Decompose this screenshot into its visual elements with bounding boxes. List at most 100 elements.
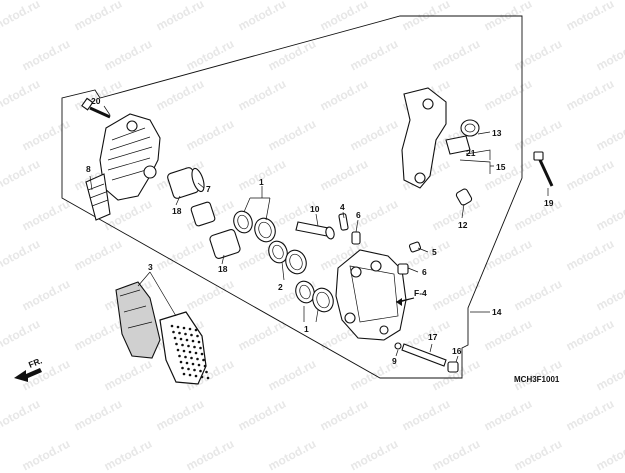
callout-14: 14: [492, 307, 502, 317]
pad-texture-dot: [187, 344, 190, 348]
pad-texture-dot: [188, 373, 192, 377]
part-7-boot: [167, 167, 205, 199]
pad-texture-dot: [197, 363, 201, 367]
pad-texture-dot: [176, 348, 180, 352]
pad-texture-dot: [196, 334, 199, 338]
pad-texture-dot: [173, 336, 177, 340]
pad-texture-dot: [188, 327, 192, 331]
callout-9: 9: [392, 356, 397, 366]
pad-texture-dot: [181, 343, 184, 347]
callout-3: 3: [148, 262, 153, 272]
pad-texture-dot: [190, 333, 193, 337]
pad-texture-dot: [199, 369, 202, 373]
pad-texture-dot: [182, 372, 186, 376]
pad-texture-dot: [178, 331, 181, 335]
callout-19: 19: [544, 198, 554, 208]
caliper-body: [335, 249, 407, 341]
pad-texture-dot: [194, 374, 198, 378]
pad-texture-dot: [184, 332, 187, 336]
part-16-plug: [447, 361, 459, 373]
callout-10: 10: [310, 204, 320, 214]
part-12-bolt: [455, 188, 473, 206]
front-arrow-label: FR.: [27, 355, 43, 369]
part-1-seals-upper: [233, 210, 276, 243]
assembly-outline: [61, 15, 523, 379]
pad-texture-dot: [196, 357, 199, 361]
pad-texture-dot: [191, 362, 195, 366]
callout-1-upper: 1: [259, 177, 264, 187]
pad-texture-dot: [199, 346, 202, 350]
callout-12: 12: [458, 220, 468, 230]
callout-4: 4: [340, 202, 345, 212]
pad-texture-dot: [202, 358, 205, 362]
pad-texture-dot: [175, 342, 178, 346]
pad-texture-dot: [172, 330, 175, 334]
pad-texture-dot: [182, 326, 186, 330]
part-21-retainer: [445, 135, 471, 155]
pad-texture-dot: [181, 366, 184, 370]
callout-16: 16: [452, 346, 462, 356]
part-4-bleeder: [338, 213, 349, 231]
callout-18-upper: 18: [172, 206, 182, 216]
callout-8: 8: [86, 164, 91, 174]
callout-1-lower: 1: [304, 324, 309, 334]
pad-texture-dot: [179, 360, 183, 364]
pad-texture-dot: [190, 356, 193, 360]
part-5-bleed-screw: [408, 241, 422, 253]
part-18-sleeve-lower: [209, 229, 241, 259]
callout-2: 2: [278, 282, 283, 292]
pad-texture-dot: [191, 339, 195, 343]
pad-texture-dot: [194, 351, 198, 355]
part-1-seals-lower: [295, 280, 334, 313]
diagram-code: MCH3F1001: [514, 375, 560, 384]
pad-texture-dot: [176, 325, 180, 329]
part-20-bolt: [81, 97, 111, 119]
part-3-brake-pad-left: [115, 281, 161, 359]
callout-20: 20: [91, 96, 101, 106]
pad-texture-dot: [187, 367, 190, 371]
pad-texture-dot: [179, 337, 183, 341]
reference-label: F-4: [414, 288, 427, 298]
part-10-pad-pin: [295, 221, 335, 240]
callout-18-lower: 18: [218, 264, 228, 274]
pad-texture-dot: [200, 352, 204, 356]
callout-7: 7: [206, 184, 211, 194]
part-13-boot: [460, 119, 480, 137]
callout-15: 15: [496, 162, 506, 172]
pad-texture-dot: [206, 376, 210, 380]
pad-texture-dot: [178, 354, 181, 358]
pad-texture-dot: [185, 338, 189, 342]
pad-texture-dot: [205, 370, 208, 374]
callout-5: 5: [432, 247, 437, 257]
callout-17: 17: [428, 332, 438, 342]
part-17-hanger-pin: [401, 343, 447, 367]
front-direction-arrow-icon: FR.: [14, 355, 43, 382]
callout-6-lower: 6: [422, 267, 427, 277]
reference-f4-arrow: F-4: [395, 288, 427, 306]
pad-texture-dot: [184, 355, 187, 359]
caliper-bracket-right: [401, 87, 447, 189]
pad-texture-dot: [185, 361, 189, 365]
part-9-clip: [394, 342, 402, 350]
part-18-sleeve-upper: [190, 201, 216, 227]
pad-texture-dot: [170, 324, 174, 328]
leader-lines: [89, 105, 549, 363]
callout-6-upper: 6: [356, 210, 361, 220]
part-3-brake-pad-right: [159, 311, 210, 385]
caliper-bracket-left: [99, 113, 161, 201]
part-19-bolt: [533, 151, 554, 187]
callout-numbers: 20 8 7 18 18 1 2 1 3 10 4 6 5 6 13 21 15…: [86, 96, 554, 366]
pad-texture-dot: [193, 368, 196, 372]
pad-texture-dot: [200, 375, 204, 379]
pad-texture-dot: [197, 340, 201, 344]
pad-texture-dot: [194, 328, 198, 332]
pad-texture-dot: [188, 350, 192, 354]
part-6-cap-lower: [397, 263, 409, 275]
part-8-pad-spring: [85, 173, 111, 221]
callout-21: 21: [466, 148, 476, 158]
pad-texture-dot: [182, 349, 186, 353]
callout-13: 13: [492, 128, 502, 138]
pad-texture-dot: [203, 364, 207, 368]
